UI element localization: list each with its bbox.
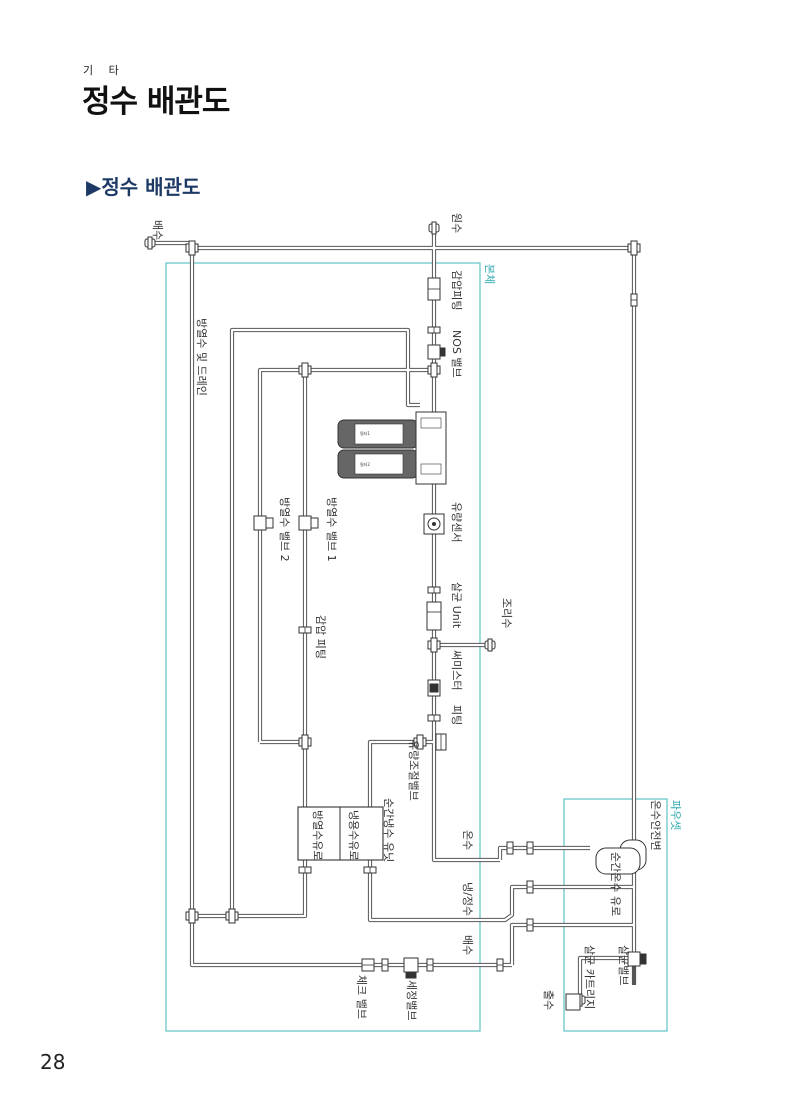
label-sterilizer: 살균 Unit — [450, 582, 463, 629]
clean-valve-icon — [403, 957, 419, 979]
instant-cold-unit — [297, 806, 384, 861]
label-sterilize-valve: 살균밸브 — [617, 945, 630, 985]
faucet-box — [563, 798, 668, 1032]
sterilizer-unit-icon — [426, 601, 442, 631]
raw-water-elbow-icon — [428, 221, 440, 235]
tee-fitting-icon — [298, 734, 312, 750]
label-outlet: 출수 — [542, 990, 555, 1010]
section-label: 기 타 — [83, 64, 125, 77]
check-valve-icon — [361, 958, 375, 972]
page-title: 정수 배관도 — [82, 84, 230, 120]
label-check-valve: 체크 밸브 — [355, 975, 368, 1019]
label-flow-sensor: 유량센서 — [450, 502, 463, 542]
nos-valve-icon — [427, 344, 446, 360]
label-pressure-fitting-2: 감압 피팅 — [314, 615, 327, 659]
tee-fitting-icon — [627, 240, 641, 256]
filter-assembly: 필터1 필터2 — [337, 411, 447, 485]
page-number: 28 — [40, 1050, 66, 1074]
joint-fitting-icon — [526, 918, 534, 932]
label-cold-water-path: 냉용수유로 — [347, 810, 360, 861]
sub-title: ▶정수 배관도 — [86, 175, 201, 199]
label-cooking-water: 조리수 — [500, 598, 513, 628]
joint-fitting-icon — [381, 958, 389, 972]
filter-1-label: 필터1 — [360, 430, 370, 436]
joint-fitting-icon — [298, 866, 312, 874]
joint-fitting-icon — [506, 841, 514, 855]
label-faucet-box: 파우셋 — [669, 800, 682, 830]
tee-fitting-icon — [185, 908, 199, 924]
joint-fitting-icon — [427, 326, 441, 334]
label-drain-top: 배수 — [151, 220, 164, 240]
label-instant-hot-flow: 순간온수 유로 — [609, 852, 622, 916]
joint-fitting-icon — [526, 841, 534, 855]
label-nos-valve: NOS 밸브 — [450, 330, 463, 378]
label-raw-water: 원수 — [450, 213, 463, 233]
joint-fitting-icon — [526, 880, 534, 894]
instant-hot-flow-icon — [595, 847, 641, 875]
label-cold-purified: 냉/정수 — [461, 882, 474, 916]
tee-fitting-icon — [427, 362, 441, 378]
label-instant-hot-unit: 순간냉수 유닛 — [382, 798, 395, 862]
pressure-fitting-icon — [427, 277, 441, 301]
joint-fitting-icon — [630, 293, 638, 307]
label-main-unit: 본체 — [483, 264, 496, 284]
tee-fitting-icon — [225, 908, 239, 924]
label-heat-drain: 방열수 및 드레인 — [195, 318, 208, 396]
label-thermistor: 써미스터 — [450, 650, 463, 690]
joint-fitting-icon — [363, 866, 377, 874]
joint-fitting-icon — [426, 958, 434, 972]
flow-control-valve-icon — [435, 733, 447, 751]
tee-fitting-icon — [427, 637, 441, 653]
joint-fitting-icon — [427, 714, 441, 722]
label-hot-safety-valve: 온수안전변 — [649, 800, 662, 851]
heat-valve-2-icon — [253, 515, 274, 531]
heat-valve-1-icon — [298, 515, 319, 531]
label-drain-mid: 배수 — [461, 935, 474, 955]
label-clean-valve: 세정밸브 — [405, 980, 418, 1020]
label-heat-valve-1: 방열수 밸브 1 — [325, 497, 338, 562]
sterilize-cartridge-icon — [565, 993, 581, 1011]
joint-fitting-icon — [427, 586, 441, 594]
sterilize-valve-icon — [627, 951, 647, 967]
joint-fitting-icon — [496, 958, 504, 972]
thermistor-icon — [427, 679, 441, 697]
filter-2-label: 필터2 — [360, 461, 370, 467]
label-heat-water-path: 방열수유로 — [311, 810, 324, 861]
label-pressure-fitting: 감압피팅 — [450, 270, 463, 310]
cooking-water-elbow-icon — [484, 638, 496, 652]
label-heat-valve-2: 방열수 밸브 2 — [278, 497, 291, 562]
label-hot-water: 온수 — [461, 830, 474, 850]
joint-fitting-icon — [298, 626, 312, 634]
flow-sensor-icon — [423, 513, 445, 535]
tee-fitting-icon — [298, 362, 312, 378]
label-flow-control-valve: 유량조절밸브 — [407, 740, 420, 801]
label-sterilize-cartridge: 살균 카트리지 — [583, 945, 596, 1009]
label-fitting: 피팅 — [450, 705, 463, 725]
